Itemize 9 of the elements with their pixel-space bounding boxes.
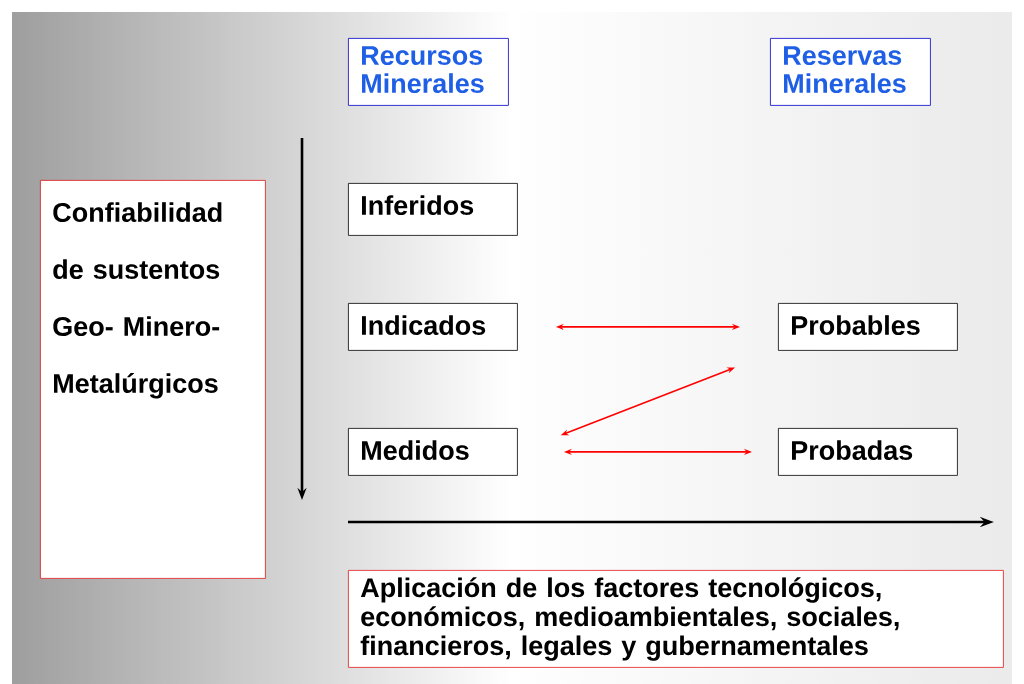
category-box: Probables [778,303,958,351]
heading-box: Recursos Minerales [348,38,509,106]
category-box: Indicados [348,303,518,351]
text-box: Aplicación de los factores tecnológicos, económicos, medioambientales, sociales, financieros, legales y gubernamentales [348,570,1004,668]
category-box: Probadas [778,428,958,476]
text-box: Confiabilidad de sustentos Geo- Minero- Metalúrgicos [40,180,266,579]
heading-box: Reservas Minerales [770,38,931,106]
category-box: Inferidos [348,183,518,236]
category-box: Medidos [348,428,518,476]
